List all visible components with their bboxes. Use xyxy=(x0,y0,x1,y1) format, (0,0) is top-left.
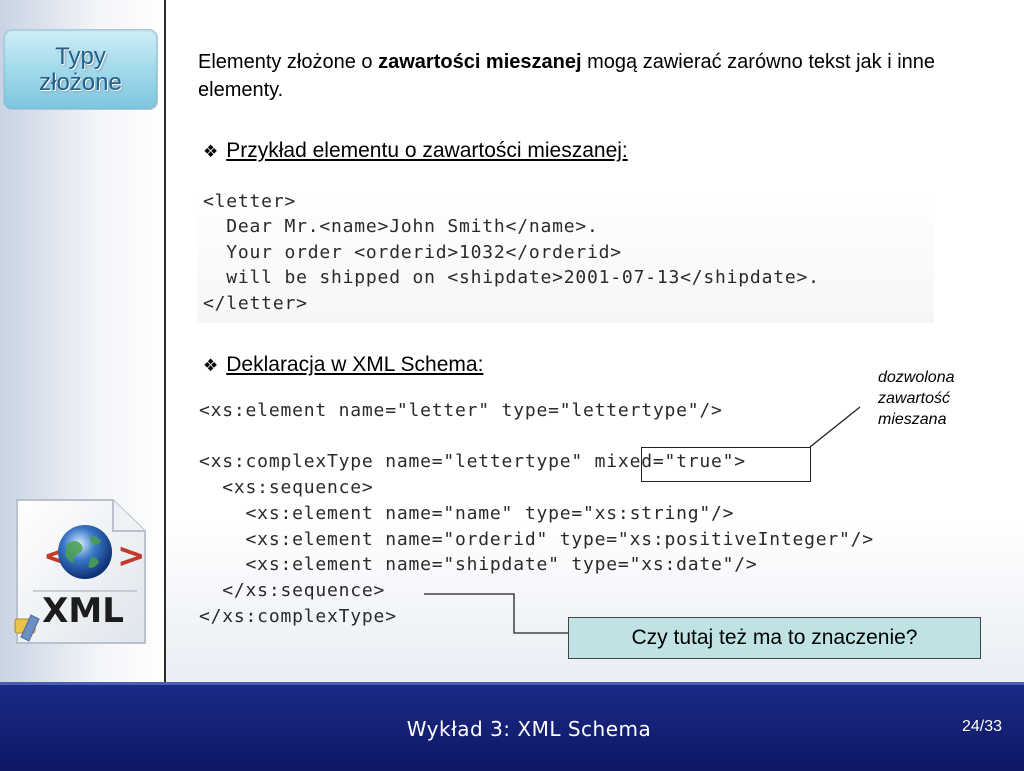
code-example-block: <letter> Dear Mr.<name>John Smith</name>… xyxy=(197,189,934,323)
xml-globe-document-icon: < > XML xyxy=(14,499,146,644)
section-tab-label: Typy złożone xyxy=(39,42,122,96)
code-schema-text: <xs:element name="letter" type="letterty… xyxy=(199,400,874,627)
bullet-example: ❖ Przykład elementu o zawartości mieszane… xyxy=(203,138,628,165)
intro-text-before: Elementy złożone o xyxy=(198,51,379,73)
intro-text-after: mogą zawierać zarówno tekst jak i inne e… xyxy=(198,51,936,101)
bullet-schema-label: Deklaracja w XML Schema: xyxy=(226,353,484,376)
diamond-bullet-icon: ❖ xyxy=(203,142,219,161)
mixed-attribute-highlight xyxy=(641,447,811,482)
bullet-schema: ❖ Deklaracja w XML Schema: xyxy=(203,352,483,379)
code-example-text: <letter> Dear Mr.<name>John Smith</name>… xyxy=(203,191,820,314)
sidebar-divider xyxy=(164,0,166,682)
intro-paragraph: Elementy złożone o zawartości mieszanej … xyxy=(198,48,988,104)
footer-bar: Wykład 3: XML Schema 24/33 xyxy=(0,682,1024,771)
question-callout: Czy tutaj też ma to znaczenie? xyxy=(568,617,981,659)
annotation-note: dozwolona zawartość mieszana xyxy=(878,369,955,428)
section-tab[interactable]: Typy złożone xyxy=(3,29,158,110)
footer-title: Wykład 3: XML Schema xyxy=(406,717,652,741)
bullet-example-label: Przykład elementu o zawartości mieszanej… xyxy=(226,139,628,162)
diamond-bullet-icon: ❖ xyxy=(203,356,219,375)
svg-text:>: > xyxy=(117,536,146,576)
page-number: 24/33 xyxy=(962,718,1003,735)
intro-bold-term: zawartości mieszanej xyxy=(378,51,582,73)
xml-logo-text: XML xyxy=(42,591,124,631)
question-text: Czy tutaj też ma to znaczenie? xyxy=(631,626,918,649)
